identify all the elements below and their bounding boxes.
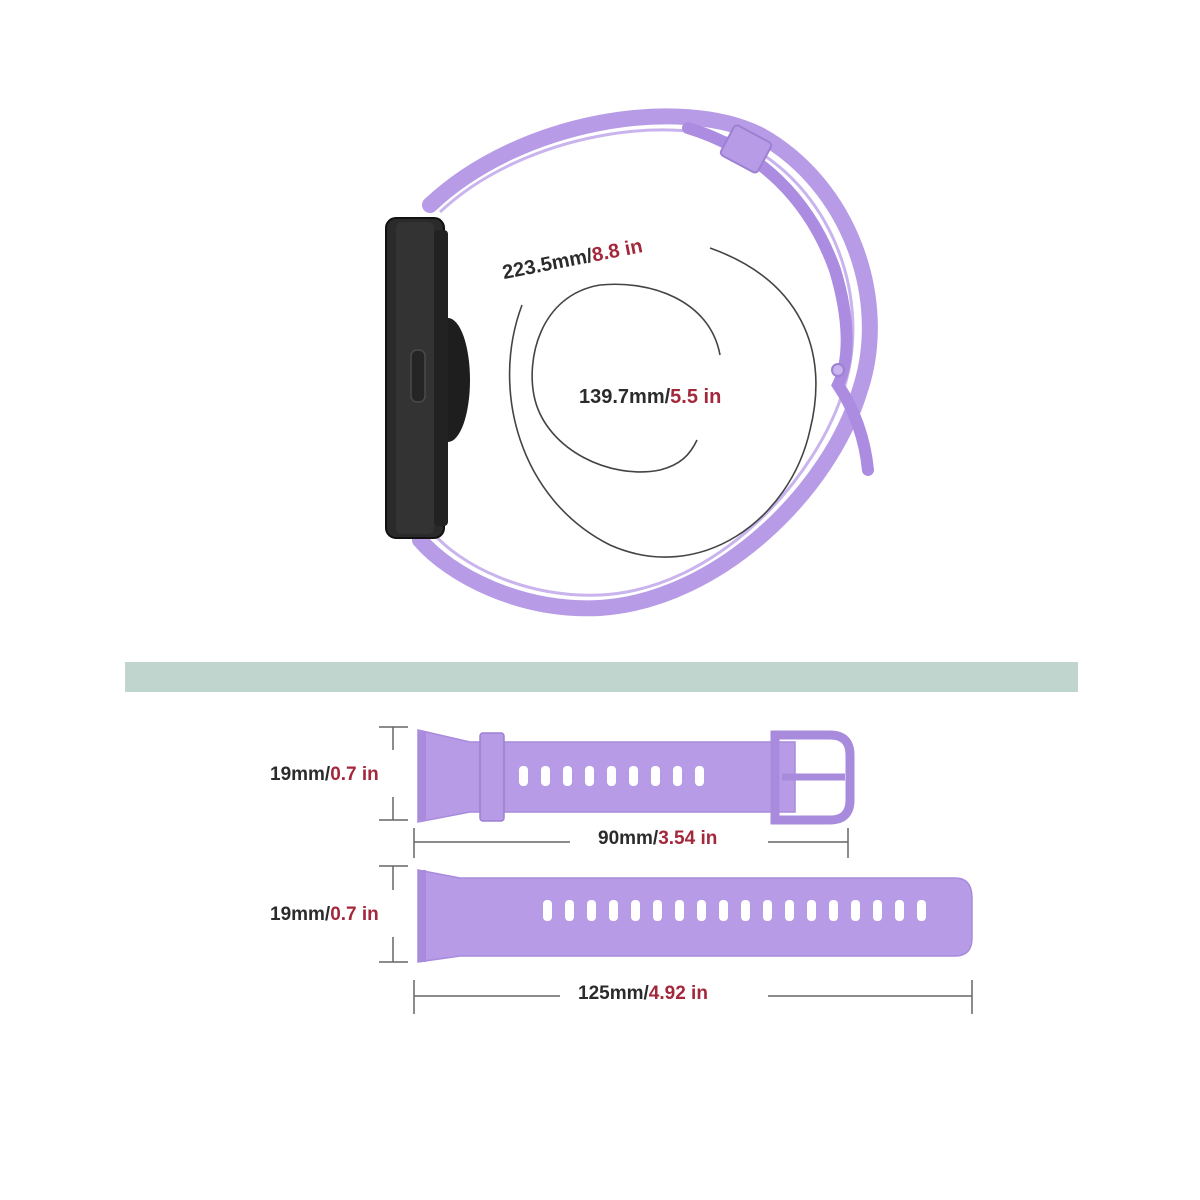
wrapped-band-illustration — [385, 108, 878, 617]
long-strap-length-label: 125mm/4.92 in — [578, 983, 708, 1005]
short-strap-length-imperial: 3.54 in — [658, 828, 718, 849]
short-strap-holes — [519, 766, 704, 786]
long-strap-length-dimension — [413, 980, 973, 1014]
band-tail — [682, 122, 874, 476]
long-strap-holes — [543, 900, 926, 921]
long-strap-length-metric: 125mm/ — [578, 983, 649, 1004]
band-loop — [412, 108, 878, 617]
watch-button — [410, 349, 426, 403]
short-strap-buckle — [770, 730, 855, 825]
long-strap-width-label: 19mm/0.7 in — [270, 904, 379, 926]
band-keeper — [719, 124, 773, 174]
inner-circumference-metric: 139.7mm/ — [579, 386, 671, 408]
inner-circumference-label: 139.7mm/5.5 in — [579, 386, 721, 409]
short-strap-width-imperial: 0.7 in — [330, 764, 379, 785]
short-strap-width-dimension — [379, 726, 408, 821]
short-strap-width-label: 19mm/0.7 in — [270, 764, 379, 786]
inner-circumference-imperial: 5.5 in — [670, 386, 722, 408]
long-strap-length-imperial: 4.92 in — [648, 983, 708, 1004]
long-strap-width-dimension — [379, 865, 408, 963]
short-strap-keeper — [479, 732, 505, 822]
short-strap-length-dimension — [413, 828, 849, 858]
short-strap — [417, 729, 855, 825]
long-strap — [417, 869, 973, 963]
outer-circumference-arc — [508, 247, 817, 558]
short-strap-length-metric: 90mm/ — [598, 828, 659, 849]
long-strap-width-metric: 19mm/ — [270, 904, 331, 925]
long-strap-width-imperial: 0.7 in — [330, 904, 379, 925]
short-strap-width-metric: 19mm/ — [270, 764, 331, 785]
short-strap-length-label: 90mm/3.54 in — [598, 828, 717, 850]
inner-circumference-arc — [531, 283, 721, 473]
buckle-pin — [831, 363, 845, 377]
section-divider — [125, 662, 1078, 692]
watch-body — [385, 217, 470, 539]
